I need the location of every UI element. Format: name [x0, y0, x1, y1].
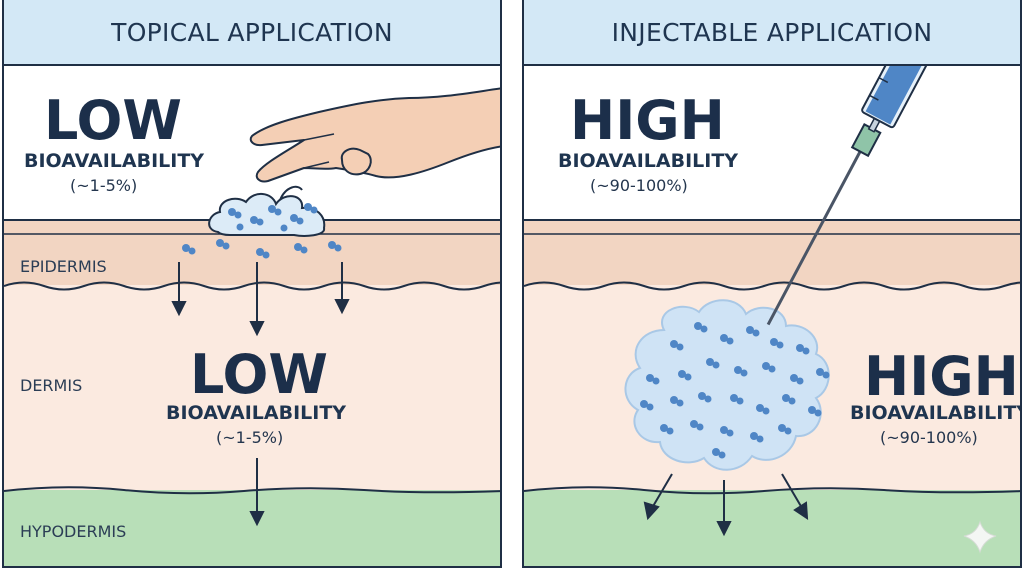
epidermis-boundary — [4, 281, 500, 291]
injectable-panel: INJECTABLE APPLICATION HIGH BIOAVAILABIL… — [522, 0, 1022, 568]
dermis-boundary — [4, 486, 500, 495]
arrow-down-icon — [171, 262, 350, 527]
injectable-dermis-pct: (~90-100%) — [880, 428, 978, 447]
injectable-dermis-sub: BIOAVAILABILITY — [850, 402, 1022, 424]
hypodermis-label: HYPODERMIS — [20, 522, 127, 541]
injectable-surface-sub: BIOAVAILABILITY — [558, 150, 739, 172]
topical-dermis-sub: BIOAVAILABILITY — [166, 402, 347, 424]
molecule-icon — [640, 322, 830, 459]
hypodermis-layer — [524, 490, 1020, 566]
topical-dermis-pct: (~1-5%) — [216, 428, 284, 447]
topical-title: TOPICAL APPLICATION — [4, 0, 500, 66]
injectable-surface-level: HIGH — [570, 89, 725, 152]
injectable-illustration — [524, 0, 1020, 554]
hand-icon — [249, 87, 500, 183]
molecule-icon — [182, 203, 342, 259]
topical-dermis-level: LOW — [190, 343, 328, 406]
dermis-layer — [4, 285, 500, 495]
topical-surface-sub: BIOAVAILABILITY — [24, 150, 205, 172]
hypodermis-layer — [4, 490, 500, 566]
dermis-label: DERMIS — [20, 376, 83, 395]
epidermis-boundary — [524, 281, 1020, 291]
dermis-boundary — [524, 486, 1020, 495]
injectable-title: INJECTABLE APPLICATION — [524, 0, 1020, 66]
topical-surface-pct: (~1-5%) — [70, 176, 138, 195]
arrow-down-icon — [643, 473, 809, 537]
epidermis-label: EPIDERMIS — [20, 257, 107, 276]
injectable-dermis-level: HIGH — [864, 345, 1019, 408]
epidermis-layer — [524, 220, 1020, 290]
cream-blob-icon — [208, 193, 326, 237]
topical-surface-level: LOW — [44, 89, 182, 152]
injectable-surface-pct: (~90-100%) — [590, 176, 688, 195]
topical-illustration — [4, 87, 500, 527]
injected-cloud — [624, 299, 830, 471]
topical-panel: TOPICAL APPLICATION LOW BIOAVAILABILITY … — [2, 0, 502, 568]
sparkle-icon — [963, 520, 997, 554]
